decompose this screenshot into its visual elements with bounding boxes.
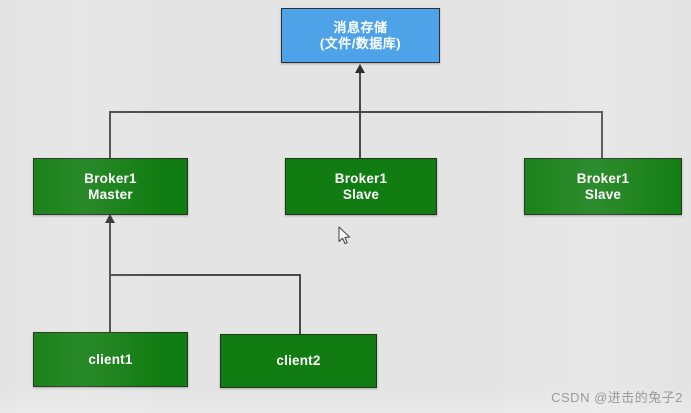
watermark: CSDN @进击的兔子2: [551, 390, 683, 405]
connector-bus-to-broker-slave-2: [601, 111, 603, 159]
node-client1-title: client1: [88, 351, 133, 367]
arrowhead-to-broker-master: [105, 214, 115, 223]
node-broker1-slave-1[interactable]: Broker1 Slave: [285, 158, 437, 215]
node-broker1-master-subtitle: Master: [88, 186, 133, 202]
node-broker1-slave-2[interactable]: Broker1 Slave: [524, 158, 682, 215]
connector-bus-to-broker-slave-1: [359, 111, 361, 159]
node-message-storage[interactable]: 消息存储 (文件/数据库): [281, 8, 440, 63]
node-broker1-master[interactable]: Broker1 Master: [33, 158, 188, 215]
arrowhead-to-storage: [355, 64, 365, 73]
connector-broker-bus: [110, 111, 603, 113]
connector-bus-to-storage: [359, 72, 361, 113]
mouse-pointer-icon: [338, 226, 351, 245]
node-message-storage-subtitle: (文件/数据库): [319, 35, 402, 51]
node-message-storage-title: 消息存储: [333, 20, 388, 36]
node-client2-title: client2: [276, 353, 321, 369]
connector-client2-join: [109, 274, 301, 276]
node-client1[interactable]: client1: [33, 332, 188, 387]
connector-client2-riser: [299, 274, 301, 334]
node-broker1-slave-1-subtitle: Slave: [342, 186, 380, 202]
node-client2[interactable]: client2: [220, 334, 377, 388]
node-broker1-slave-1-title: Broker1: [334, 170, 388, 186]
connector-bus-to-broker-master: [109, 111, 111, 159]
node-broker1-slave-2-title: Broker1: [576, 170, 630, 186]
connector-client1-to-broker-master: [109, 222, 111, 332]
node-broker1-slave-2-subtitle: Slave: [584, 186, 622, 202]
node-broker1-master-title: Broker1: [84, 170, 137, 186]
